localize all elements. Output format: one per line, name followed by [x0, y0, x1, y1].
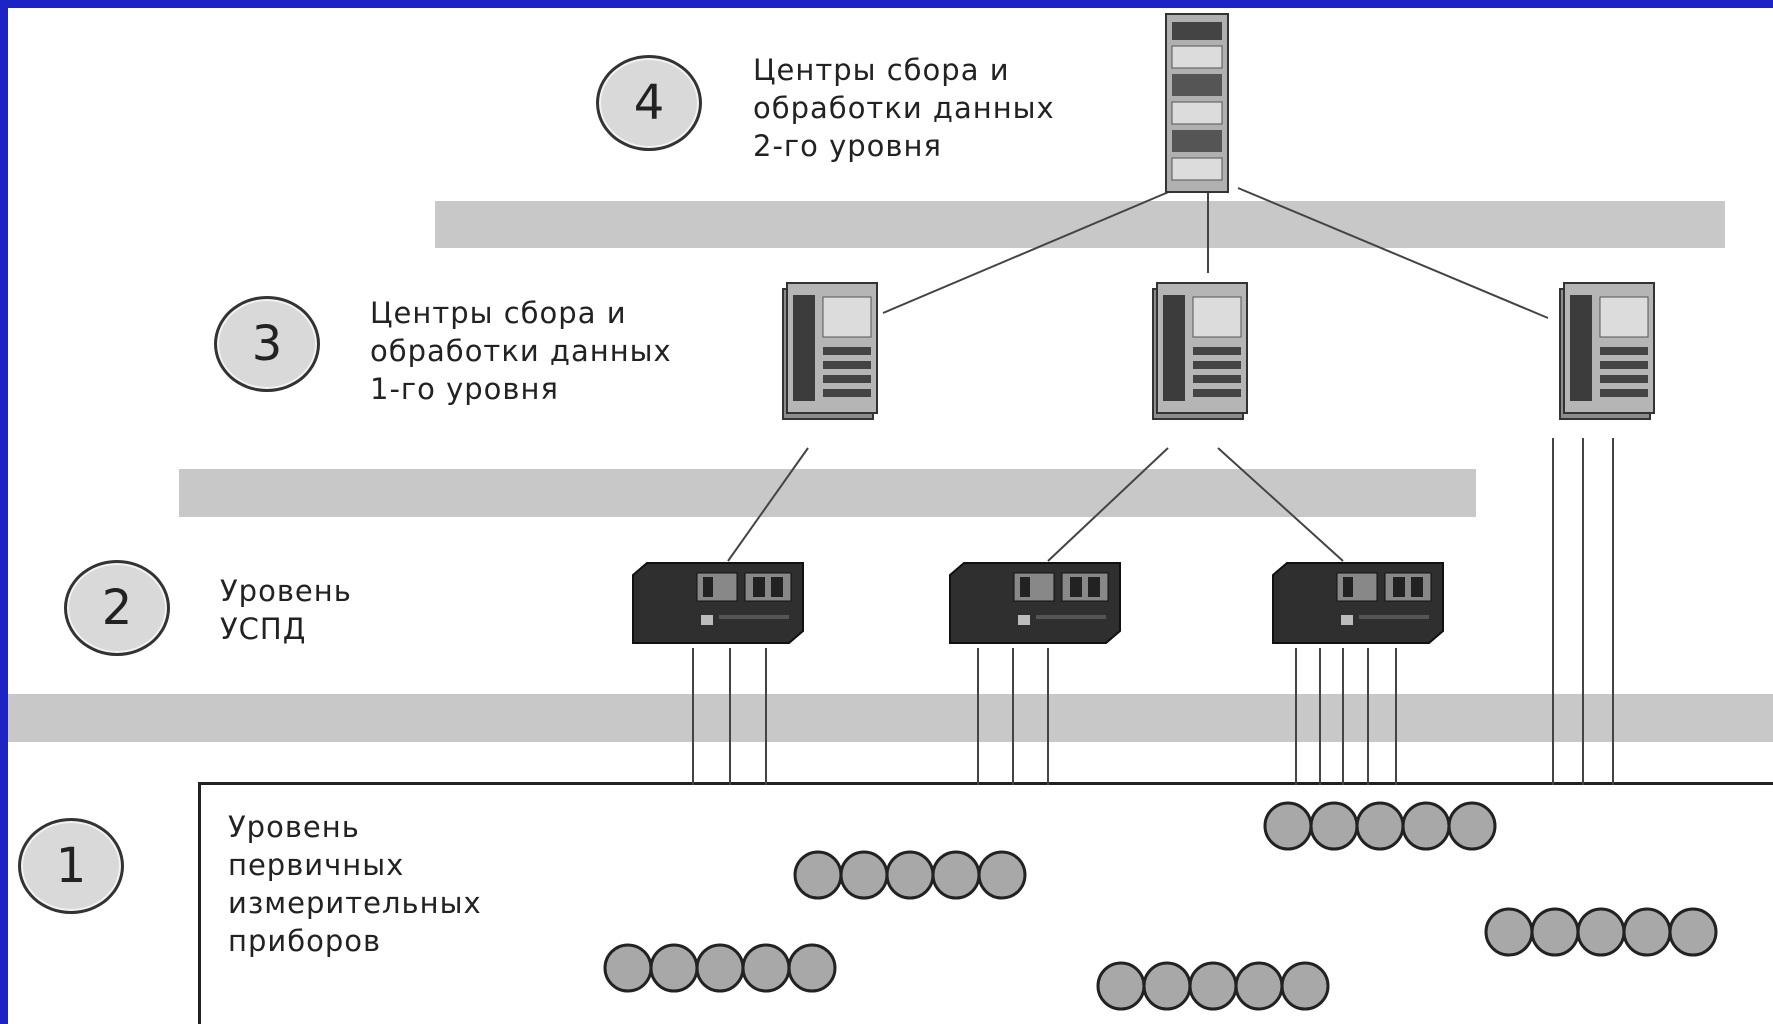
tower-server-icon [782, 282, 878, 420]
level-badge-4: 4 [596, 55, 702, 151]
level-badge-3: 3 [214, 296, 320, 392]
level-badge-1: 1 [18, 818, 124, 914]
sensor-level-area [198, 782, 1773, 1024]
data-collector-unit-icon [949, 562, 1121, 644]
meter-circle-icon [793, 850, 1027, 900]
level-3-label: Центры сбора и обработки данных 1-го уро… [370, 296, 672, 406]
band-level-3 [179, 469, 1476, 517]
band-level-4 [435, 201, 1725, 248]
data-collector-unit-icon [1272, 562, 1444, 644]
level-badge-2: 2 [64, 560, 170, 656]
rack-server-icon [1165, 13, 1229, 193]
meter-circle-icon [603, 943, 837, 993]
network-diagram [603, 13, 1718, 1011]
data-collector-unit-icon [632, 562, 804, 644]
tower-server-icon [1152, 282, 1248, 420]
level-2-label: Уровень УСПД [220, 574, 352, 646]
meter-circle-icon [1096, 961, 1330, 1011]
tower-server-icon [1559, 282, 1655, 420]
level-1-label: Уровень первичных измерительных приборов [228, 810, 482, 958]
level-4-label: Центры сбора и обработки данных 2-го уро… [753, 53, 1055, 163]
band-level-2 [8, 694, 1773, 742]
meter-circle-icon [1484, 907, 1718, 957]
meter-circle-icon [1263, 801, 1497, 851]
diagram-canvas: 4 3 2 1 Центры сбора и обработки данных … [8, 8, 1773, 1024]
